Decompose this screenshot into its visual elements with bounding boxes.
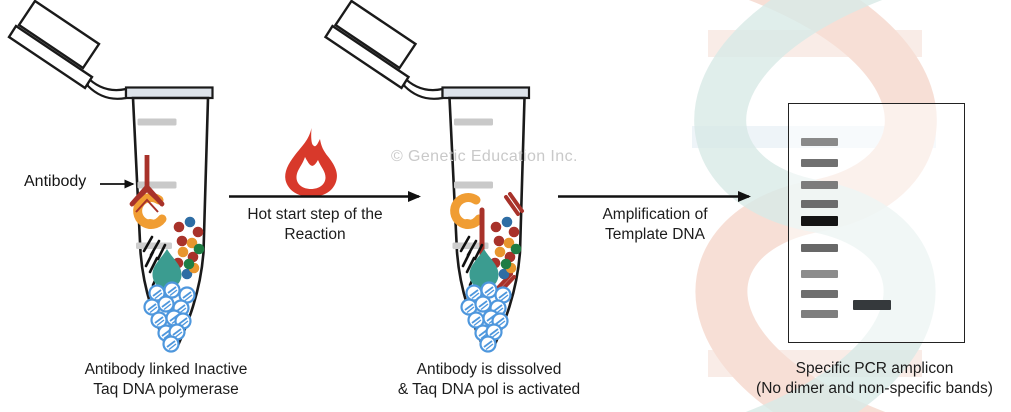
tube1-caption-line2: Taq DNA polymerase	[93, 381, 239, 398]
tube2-caption: Antibody is dissolved & Taq DNA pol is a…	[349, 360, 629, 400]
gel-caption: Specific PCR amplicon (No dimer and non-…	[731, 359, 1011, 399]
tube2-caption-line2: & Taq DNA pol is activated	[397, 381, 581, 398]
antibody-pointer-label: Antibody	[24, 173, 87, 190]
watermark-text: © Genetic Education Inc.	[391, 148, 578, 165]
template-dna-icons	[460, 281, 512, 353]
tube1-caption: Antibody linked Inactive Taq DNA polymer…	[26, 360, 306, 400]
gel-ladder-band	[801, 200, 838, 208]
step2-label: Amplification of Template DNA	[555, 205, 755, 245]
gel-ladder-band	[801, 270, 838, 278]
taq-polymerase-icon	[133, 193, 167, 229]
gel-sample-band	[853, 300, 891, 310]
step2-label-line1: Amplification of	[602, 206, 708, 223]
step2-label-line2: Template DNA	[605, 226, 705, 243]
tube1-contents	[129, 155, 205, 353]
tube2-contents	[450, 192, 524, 353]
droplet-icon	[152, 249, 182, 289]
step1-label-line2: Reaction	[284, 226, 346, 243]
step1-label-line1: Hot start step of the	[247, 206, 383, 223]
gel-ladder-band	[801, 138, 838, 146]
droplet-icon	[469, 249, 499, 289]
gel-caption-line1: Specific PCR amplicon	[795, 360, 954, 377]
tube2-caption-line1: Antibody is dissolved	[416, 361, 562, 378]
gel-ladder-band	[801, 181, 838, 189]
gel-panel	[788, 103, 965, 343]
template-dna-icons	[143, 281, 196, 353]
gel-ladder-band	[801, 244, 838, 252]
step1-label: Hot start step of the Reaction	[215, 205, 415, 245]
tube1-caption-line1: Antibody linked Inactive	[84, 361, 248, 378]
gel-ladder-band	[801, 159, 838, 167]
gel-caption-line2: (No dimer and non-specific bands)	[756, 380, 993, 397]
flame-icon	[285, 128, 337, 197]
antibody-icon	[129, 155, 165, 213]
gel-ladder-band	[801, 310, 838, 318]
gel-ladder-band	[801, 290, 838, 298]
gel-ladder-band	[801, 216, 838, 226]
taq-polymerase-icon	[450, 193, 484, 229]
dntp-icons	[172, 216, 205, 280]
